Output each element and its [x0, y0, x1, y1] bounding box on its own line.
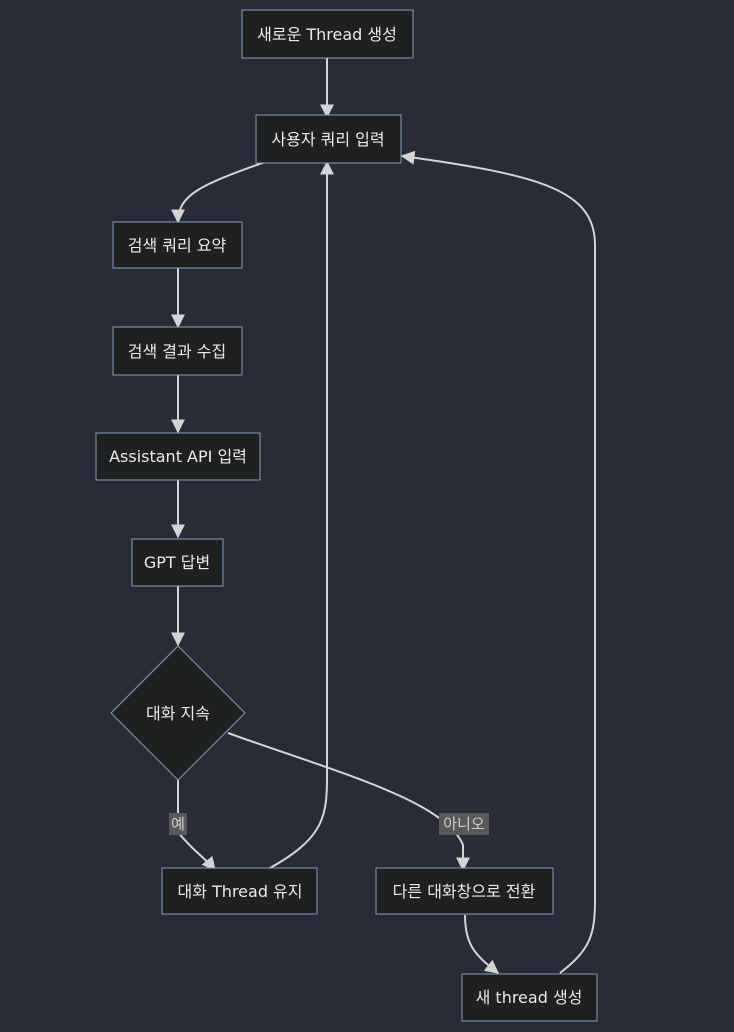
edge-label-no: 아니오	[439, 813, 489, 835]
node-assistant-api: Assistant API 입력	[95, 432, 261, 481]
node-search-summary: 검색 쿼리 요약	[112, 221, 243, 269]
edge-continue-to-switch-window	[227, 732, 470, 872]
node-new-thread: 새로운 Thread 생성	[241, 9, 414, 59]
node-new-thread-label: 새로운 Thread 생성	[257, 25, 397, 44]
node-assistant-api-label: Assistant API 입력	[109, 447, 247, 466]
edge-label-yes: 예	[169, 813, 187, 835]
edge-user-query-to-search-summary	[171, 161, 266, 224]
node-search-results: 검색 결과 수집	[112, 326, 243, 376]
edge-keep-thread-to-user-query	[269, 160, 334, 869]
edge-switch-window-to-create-thread	[464, 914, 500, 974]
node-continue-label: 대화 지속	[146, 704, 210, 723]
node-user-query: 사용자 쿼리 입력	[255, 114, 402, 164]
node-gpt-answer-label: GPT 답변	[144, 553, 210, 572]
node-continue-decision: 대화 지속	[110, 645, 246, 781]
node-switch-window: 다른 대화창으로 전환	[375, 867, 554, 915]
node-user-query-label: 사용자 쿼리 입력	[271, 130, 384, 149]
node-keep-thread-label: 대화 Thread 유지	[178, 882, 303, 901]
node-create-thread: 새 thread 생성	[461, 973, 598, 1022]
node-switch-window-label: 다른 대화창으로 전환	[393, 882, 536, 901]
edge-create-thread-to-user-query	[400, 150, 596, 974]
node-search-summary-label: 검색 쿼리 요약	[128, 236, 227, 255]
node-create-thread-label: 새 thread 생성	[476, 988, 583, 1007]
node-gpt-answer: GPT 답변	[131, 538, 224, 587]
node-search-results-label: 검색 결과 수집	[128, 342, 227, 361]
edge-label-yes-text: 예	[171, 815, 185, 833]
edge-label-no-text: 아니오	[443, 815, 485, 833]
node-keep-thread: 대화 Thread 유지	[161, 867, 318, 915]
